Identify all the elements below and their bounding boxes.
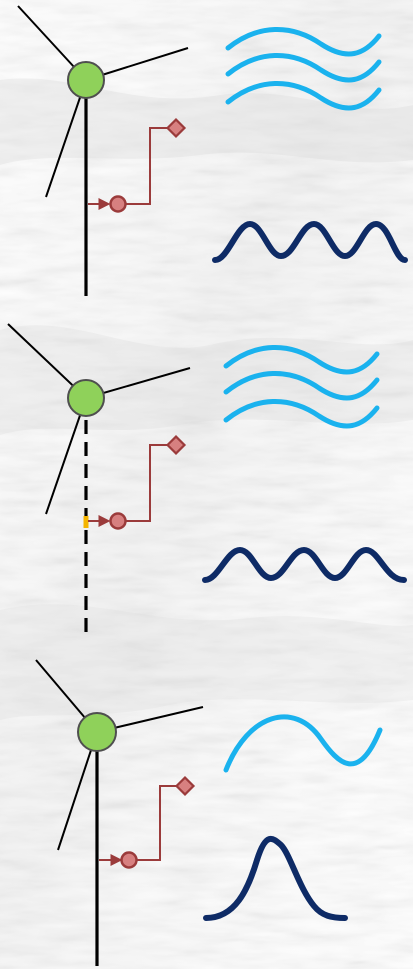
- wind-waves-icon: [223, 345, 380, 429]
- turbine-blade: [45, 397, 87, 515]
- periodic-pulse-icon: [212, 221, 408, 263]
- turbine-blade: [45, 79, 87, 198]
- turbine-3: [35, 659, 383, 966]
- rotor-hub: [67, 61, 105, 99]
- sensor-connector: [88, 117, 187, 213]
- sensor-connector: [88, 434, 187, 530]
- turbine-1: [17, 5, 408, 296]
- rotor-hub: [67, 379, 105, 417]
- sensor-connector: [99, 775, 196, 869]
- wind-waves-icon: [225, 27, 382, 111]
- turbine-2: [7, 323, 407, 634]
- single-wave-icon: [223, 714, 383, 773]
- periodic-pulse-icon: [202, 547, 407, 583]
- turbine-blade: [57, 731, 98, 851]
- rotor-hub: [77, 712, 117, 752]
- single-pulse-icon: [203, 836, 348, 921]
